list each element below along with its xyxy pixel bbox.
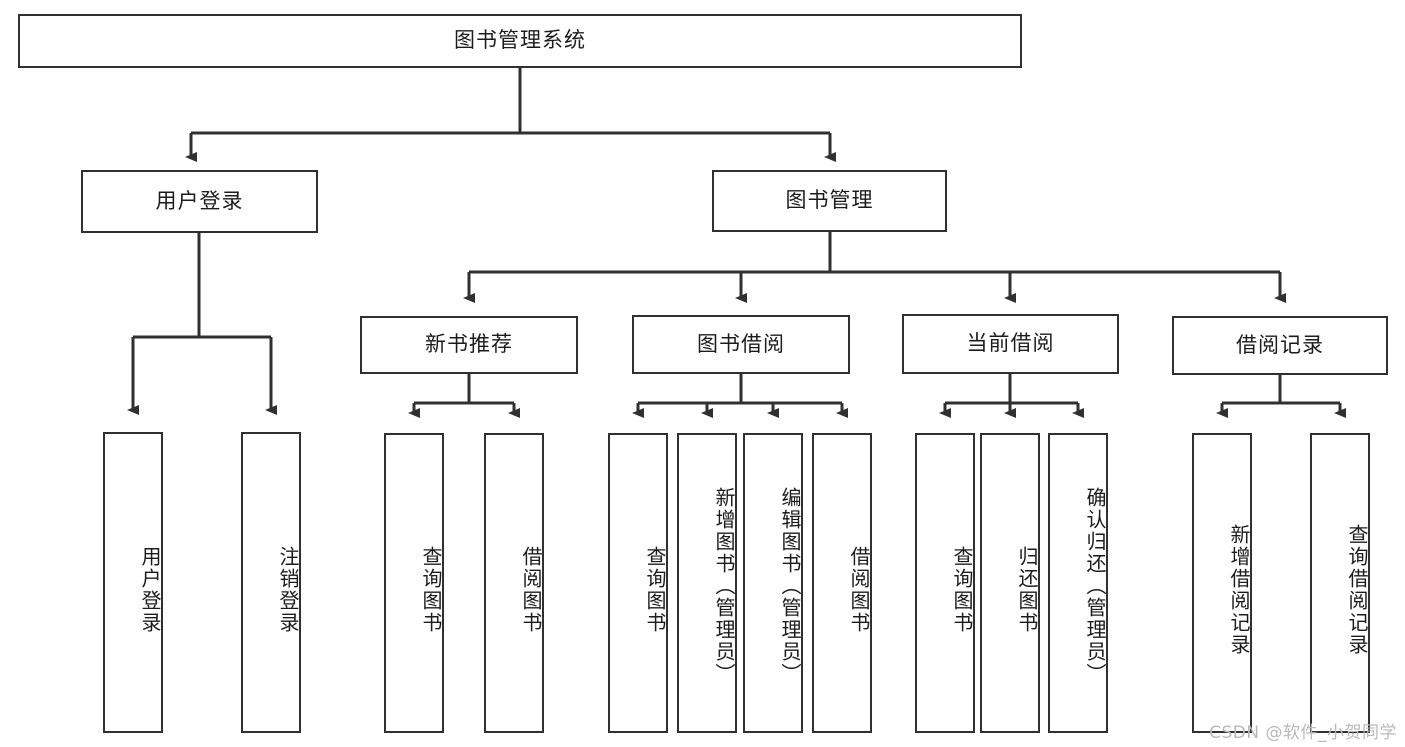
leaf-label: 新增图书（管理员） [712, 487, 736, 685]
node-new-book-rec-label: 新书推荐 [425, 332, 513, 357]
node-current-borrow-label: 当前借阅 [966, 331, 1055, 356]
node-root-label: 图书管理系统 [454, 28, 586, 53]
leaf-label: 借阅图书 [847, 546, 871, 634]
node-book-borrow-label: 图书借阅 [697, 331, 785, 356]
leaf-label: 查询图书 [419, 546, 443, 634]
node-book-manage[interactable]: 图书管理 [712, 170, 947, 232]
leaf-label: 查询图书 [643, 546, 667, 634]
node-current-borrow[interactable]: 当前借阅 [902, 314, 1119, 374]
node-user-login-label: 用户登录 [155, 188, 244, 213]
node-user-login[interactable]: 用户登录 [81, 170, 318, 233]
leaf-new-book-rec-0[interactable]: 查询图书 [384, 433, 444, 733]
leaf-user-login-0[interactable]: 用户登录 [103, 432, 163, 733]
leaf-label: 查询借阅记录 [1345, 524, 1369, 656]
leaf-book-borrow-1[interactable]: 新增图书（管理员） [677, 433, 737, 733]
leaf-current-borrow-0[interactable]: 查询图书 [915, 433, 975, 733]
csdn-watermark: CSDN @软件_小贺同学 [1209, 723, 1397, 743]
leaf-label: 用户登录 [138, 545, 162, 634]
leaf-user-login-1[interactable]: 注销登录 [241, 432, 301, 733]
leaf-book-borrow-0[interactable]: 查询图书 [608, 433, 668, 733]
leaf-new-book-rec-1[interactable]: 借阅图书 [484, 433, 544, 733]
node-borrow-record[interactable]: 借阅记录 [1172, 316, 1388, 375]
leaf-borrow-record-1[interactable]: 查询借阅记录 [1310, 433, 1370, 733]
node-new-book-rec[interactable]: 新书推荐 [360, 316, 578, 374]
leaf-book-borrow-2[interactable]: 编辑图书（管理员） [743, 433, 803, 733]
leaf-book-borrow-3[interactable]: 借阅图书 [812, 433, 872, 733]
leaf-label: 查询图书 [950, 546, 974, 634]
leaf-label: 归还图书 [1015, 546, 1039, 634]
leaf-label: 编辑图书（管理员） [778, 487, 802, 685]
leaf-current-borrow-1[interactable]: 归还图书 [980, 433, 1040, 733]
node-borrow-record-label: 借阅记录 [1236, 332, 1324, 357]
leaf-label: 新增借阅记录 [1227, 524, 1251, 656]
leaf-borrow-record-0[interactable]: 新增借阅记录 [1192, 433, 1252, 733]
leaf-label: 注销登录 [276, 545, 300, 634]
leaf-label: 借阅图书 [519, 546, 543, 634]
node-book-manage-label: 图书管理 [785, 188, 874, 213]
node-root[interactable]: 图书管理系统 [18, 14, 1022, 68]
node-book-borrow[interactable]: 图书借阅 [632, 315, 850, 374]
leaf-label: 确认归还（管理员） [1083, 487, 1107, 685]
leaf-current-borrow-2[interactable]: 确认归还（管理员） [1048, 433, 1108, 733]
